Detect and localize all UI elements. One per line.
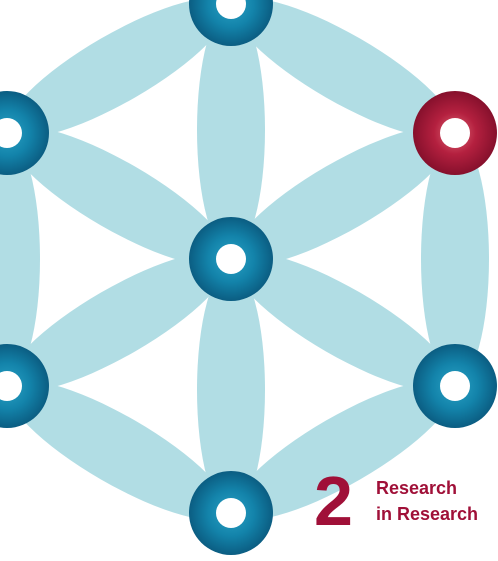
petal <box>0 135 40 383</box>
petal <box>7 252 229 392</box>
petal <box>7 0 229 138</box>
chapter-title-line-1: Research <box>376 478 458 498</box>
petal <box>232 126 454 266</box>
petal <box>197 6 265 254</box>
node-center <box>189 217 273 301</box>
chapter-title-line-2: in Research <box>376 504 479 524</box>
node-top <box>189 0 273 46</box>
petal <box>232 0 454 138</box>
node-upper-right-highlight <box>413 91 497 175</box>
node-lower-right <box>413 344 497 428</box>
petal <box>197 266 265 514</box>
node-bottom <box>189 471 273 555</box>
petal <box>232 380 454 520</box>
petals <box>0 0 489 520</box>
petal <box>421 135 489 383</box>
chapter-number: 2 <box>314 462 353 540</box>
node-lower-left <box>0 344 49 428</box>
petal <box>232 252 454 392</box>
petal <box>7 126 229 266</box>
petal <box>7 380 229 520</box>
node-upper-left <box>0 91 49 175</box>
